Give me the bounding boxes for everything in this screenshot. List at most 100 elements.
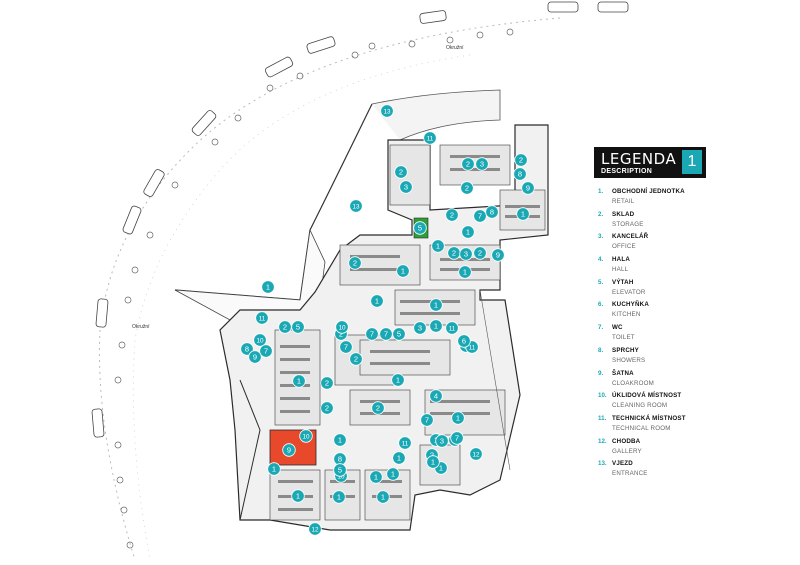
room-marker-circle [473,209,487,223]
left-wing-wall [239,379,261,521]
room-marker-label: 9 [496,251,500,260]
room-marker-label: 2 [325,404,329,413]
room-marker-circle [282,443,296,457]
room-marker-label: 10 [302,434,310,441]
room-marker-circle [267,462,281,476]
room-marker-label: 10 [338,325,346,332]
room-marker-label: 1 [463,268,467,277]
room-marker-label: 9 [526,184,530,193]
legend-item-number: 5. [598,278,604,286]
room-marker-circle [392,451,406,465]
room-marker-circle [396,264,410,278]
room-marker-label: 2 [478,249,482,258]
room-marker-circle [370,294,384,308]
room-marker-circle [521,181,535,195]
room-marker-circle [469,447,483,461]
room-marker-circle [445,208,459,222]
room-marker-label: 2 [466,160,470,169]
room-marker-label: 10 [256,338,264,345]
legend-item-number: 7. [598,324,604,332]
room-marker-label: 1 [439,464,443,473]
room-marker-label: 1 [401,267,405,276]
room-marker-label: 1 [375,297,379,306]
room-marker-label: 4 [434,392,438,401]
room-marker-circle [380,104,394,118]
room-marker-circle [431,239,445,253]
room-marker-circle [291,489,305,503]
room-marker-circle [261,280,275,294]
room-marker-label: 2 [353,259,357,268]
legend-item-number: 10. [598,392,607,400]
room-marker-circle [308,522,322,536]
legend-item-number: 12. [598,437,607,445]
room-markers: 1311131111125810972122222111411111111212… [240,104,535,536]
room-marker-label: 3 [480,160,484,169]
room-marker-label: 12 [311,527,319,534]
room-marker-circle [333,433,347,447]
legend-panel: LEGENDA DESCRIPTION 1 1. OBCHODNÍ JEDNOTK… [594,147,706,483]
room-marker-label: 11 [469,345,476,352]
road-arc-outer [98,17,561,561]
legend-item-czech: OBCHODNÍ JEDNOTKA [612,188,685,195]
room-marker-label: 12 [472,452,480,459]
legend-item-english: TECHNICAL ROOM [612,424,671,432]
room-marker-label: 1 [431,458,435,467]
room-marker-circle [386,467,400,481]
room-marker-label: 5 [397,330,401,339]
legend-item-english: KITCHEN [612,311,641,319]
room-marker-label: 1 [266,283,270,292]
room-marker-circle [461,157,475,171]
room-marker-label: 8 [490,208,494,217]
room-marker-circle [320,376,334,390]
room-marker-label: 5 [418,224,422,233]
room-marker-label: 1 [381,493,385,502]
room-marker-circle [485,205,499,219]
legend-item-number: 8. [598,346,604,354]
legend-item-number: 1. [598,188,604,195]
room-marker-circle [460,181,474,195]
room-marker-label: 8 [338,455,342,464]
room-marker-label: 1 [397,454,401,463]
room-marker-label: 3 [418,324,422,333]
room-marker-label: 11 [449,326,456,333]
room-marker-circle [450,431,464,445]
room-marker-label: 2 [465,184,469,193]
legend-item-czech: ÚKLIDOVÁ MÍSTNOST [612,392,682,400]
room-marker-label: 6 [462,337,466,346]
legend-item-english: GALLERY [612,447,642,455]
room-marker-label: 7 [370,330,374,339]
room-marker-label: 11 [259,316,266,323]
room-marker-circle [516,207,530,221]
legend-title: LEGENDA [601,150,677,168]
legend-item-english: HALL [612,266,629,274]
room-marker-label: 1 [456,414,460,423]
room-marker-circle [394,165,408,179]
room-marker-circle [369,470,383,484]
room-marker-circle [435,434,449,448]
room-marker-circle [333,463,347,477]
legend-item-czech: ŠATNA [612,369,634,377]
legend-header: LEGENDA DESCRIPTION 1 [594,147,706,178]
room-marker-label: 8 [518,170,522,179]
legend-item-english: SHOWERS [612,356,646,364]
room-marker-label: 3 [464,250,468,259]
room-marker-label: 1 [337,493,341,502]
legend-item-english: TOILET [612,334,635,342]
room-marker-circle [399,180,413,194]
legend-item-english: ELEVATOR [612,288,646,296]
room-marker-label: 1 [396,376,400,385]
room-marker-label: 2 [339,330,343,339]
legend-item-english: OFFICE [612,243,636,251]
room-marker-circle [291,320,305,334]
room-marker-label: 11 [402,441,409,448]
room-marker-label: 2 [376,404,380,413]
